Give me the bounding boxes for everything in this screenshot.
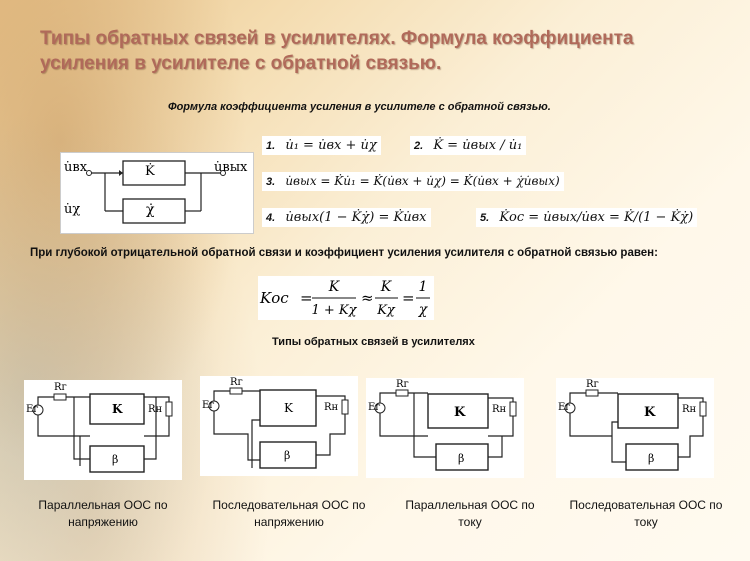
- label-e-source: Eг: [26, 404, 39, 415]
- caption-line: Последовательная ООС по: [569, 498, 723, 512]
- label-k: K: [454, 405, 466, 420]
- formula-text: K̇ос = u̇вых/u̇вх = K̇/(1 − K̇χ̇): [499, 210, 694, 225]
- page-title: Типы обратных связей в усилителях. Форму…: [40, 28, 634, 74]
- svg-text:=: =: [300, 289, 313, 307]
- caption-line: Последовательная ООС по: [212, 498, 366, 512]
- caption-line: напряжению: [254, 515, 324, 529]
- formula-text: u̇вых(1 − K̇χ̇) = K̇u̇вх: [285, 210, 427, 225]
- circuit-parallel-voltage: Rг Eг K Rн β: [24, 380, 182, 480]
- label-k: K: [284, 401, 294, 415]
- label-r-load: Rн: [148, 404, 163, 415]
- label-beta: β: [458, 452, 464, 465]
- formula-2: 2. K̇ = u̇вых / u̇₁: [410, 136, 527, 155]
- feedback-block-diagram: [60, 152, 254, 234]
- caption-line: току: [458, 515, 482, 529]
- caption-parallel-voltage: Параллельная ООС по напряжению: [24, 497, 182, 531]
- term1-numerator: K: [328, 279, 341, 295]
- formula-3: 3. u̇вых = K̇u̇₁ = K̇(u̇вх + u̇χ) = K̇(u…: [262, 172, 564, 191]
- label-r-source: Rг: [396, 379, 409, 390]
- caption-parallel-current: Параллельная ООС по току: [392, 497, 548, 531]
- caption-line: напряжению: [68, 515, 138, 529]
- formula-text: u̇₁ = u̇вх + u̇χ: [285, 138, 377, 153]
- label-e-source: Eг: [558, 402, 571, 413]
- label-k: K: [112, 402, 123, 416]
- types-heading: Типы обратных связей в усилителях: [272, 336, 475, 348]
- formula-lhs: Kос: [259, 289, 289, 307]
- output-label: u̇вых: [214, 160, 248, 175]
- term3-numerator: 1: [419, 279, 428, 295]
- caption-line: току: [634, 515, 658, 529]
- label-r-load: Rн: [324, 402, 339, 413]
- formula-text: K̇ = u̇вых / u̇₁: [433, 138, 523, 153]
- label-r-load: Rн: [682, 404, 697, 415]
- label-r-load: Rн: [492, 404, 507, 415]
- svg-text:≈: ≈: [361, 289, 374, 307]
- input-label: u̇вх: [64, 160, 88, 175]
- amp-block-label: K̇: [145, 164, 155, 179]
- label-r-source: Rг: [586, 379, 599, 390]
- term2-numerator: K: [380, 279, 393, 295]
- formula-4: 4. u̇вых(1 − K̇χ̇) = K̇u̇вх: [262, 208, 431, 227]
- circuit-series-current: Rг Eг K Rн β: [556, 378, 714, 478]
- circuit-series-voltage: Rг Eг K Rн β: [200, 376, 358, 476]
- formula-number: 3.: [266, 176, 276, 188]
- formula-text: u̇вых = K̇u̇₁ = K̇(u̇вх + u̇χ) = K̇(u̇вх…: [285, 174, 560, 188]
- term1-denominator: 1 + Kχ: [311, 303, 357, 318]
- label-beta: β: [112, 453, 118, 466]
- label-e-source: Eг: [202, 400, 215, 411]
- deep-feedback-formula: Kос = K 1 + Kχ ≈ K Kχ = 1 χ: [258, 276, 434, 320]
- label-beta: β: [284, 449, 290, 462]
- caption-line: Параллельная ООС по: [38, 498, 168, 512]
- circuit-parallel-current: Rг Eг K Rн β: [366, 378, 524, 478]
- formula-subtitle: Формула коэффициента усиления в усилител…: [168, 101, 551, 113]
- formula-number: 5.: [480, 212, 490, 224]
- label-r-source: Rг: [54, 382, 67, 393]
- formula-number: 4.: [266, 212, 276, 224]
- svg-text:=: =: [402, 289, 415, 307]
- label-r-source: Rг: [230, 377, 243, 388]
- term2-denominator: Kχ: [376, 303, 396, 318]
- deep-feedback-note: При глубокой отрицательной обратной связ…: [30, 247, 658, 259]
- caption-series-voltage: Последовательная ООС по напряжению: [194, 497, 384, 531]
- formula-5: 5. K̇ос = u̇вых/u̇вх = K̇/(1 − K̇χ̇): [476, 208, 698, 227]
- fb-block-label: χ̇: [146, 202, 155, 218]
- formula-number: 1.: [266, 140, 276, 152]
- formula-1: 1. u̇₁ = u̇вх + u̇χ: [262, 136, 381, 155]
- term3-denominator: χ: [418, 302, 429, 318]
- label-k: K: [644, 405, 656, 420]
- caption-line: Параллельная ООС по: [405, 498, 535, 512]
- caption-series-current: Последовательная ООС по току: [556, 497, 736, 531]
- feedback-input-label: u̇χ: [64, 202, 81, 217]
- label-beta: β: [648, 452, 654, 465]
- formula-number: 2.: [414, 140, 424, 152]
- label-e-source: Eг: [368, 402, 381, 413]
